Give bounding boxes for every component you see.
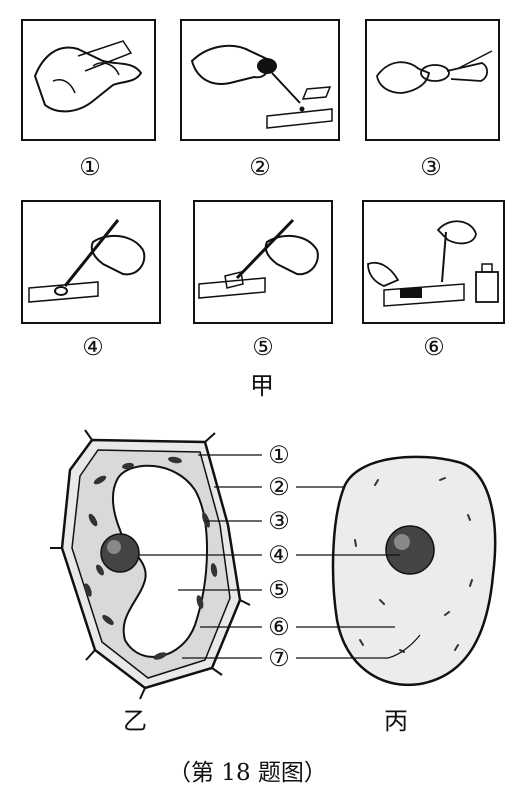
cell-marker-2: ② bbox=[268, 473, 290, 501]
staining-illustration bbox=[367, 220, 499, 307]
plant-cell bbox=[50, 429, 262, 700]
cell-marker-5: ⑤ bbox=[268, 576, 290, 604]
step-label-5: ⑤ bbox=[252, 333, 274, 361]
step-label-4: ④ bbox=[82, 333, 104, 361]
scraping-cheek-illustration bbox=[376, 50, 493, 94]
left-cell-label: 乙 bbox=[123, 707, 147, 735]
cell-marker-6: ⑥ bbox=[268, 613, 290, 641]
animal-cell bbox=[296, 455, 497, 687]
step-panel-5 bbox=[193, 200, 333, 324]
procedure-title: 甲 bbox=[250, 372, 274, 400]
right-cell-label: 丙 bbox=[384, 707, 408, 735]
step-panel-6 bbox=[362, 200, 505, 324]
cell-marker-4: ④ bbox=[268, 541, 290, 569]
placing-coverslip-illustration bbox=[198, 218, 319, 299]
step-label-1: ① bbox=[79, 153, 101, 181]
cell-marker-1: ① bbox=[268, 441, 290, 469]
step-panel-3 bbox=[365, 19, 500, 141]
step-label-2: ② bbox=[249, 153, 271, 181]
tweezers-placing-tissue-illustration bbox=[28, 219, 146, 303]
step-panel-4 bbox=[21, 200, 161, 324]
step-label-3: ③ bbox=[420, 153, 442, 181]
dropper-on-slide-illustration bbox=[190, 44, 333, 129]
step-panel-1 bbox=[21, 19, 156, 141]
hands-holding-slide-illustration bbox=[33, 40, 143, 113]
step-label-6: ⑥ bbox=[423, 333, 445, 361]
step-panel-2 bbox=[180, 19, 340, 141]
cell-marker-7: ⑦ bbox=[268, 644, 290, 672]
cell-marker-3: ③ bbox=[268, 507, 290, 535]
figure-caption: （第 18 题图） bbox=[168, 760, 327, 786]
